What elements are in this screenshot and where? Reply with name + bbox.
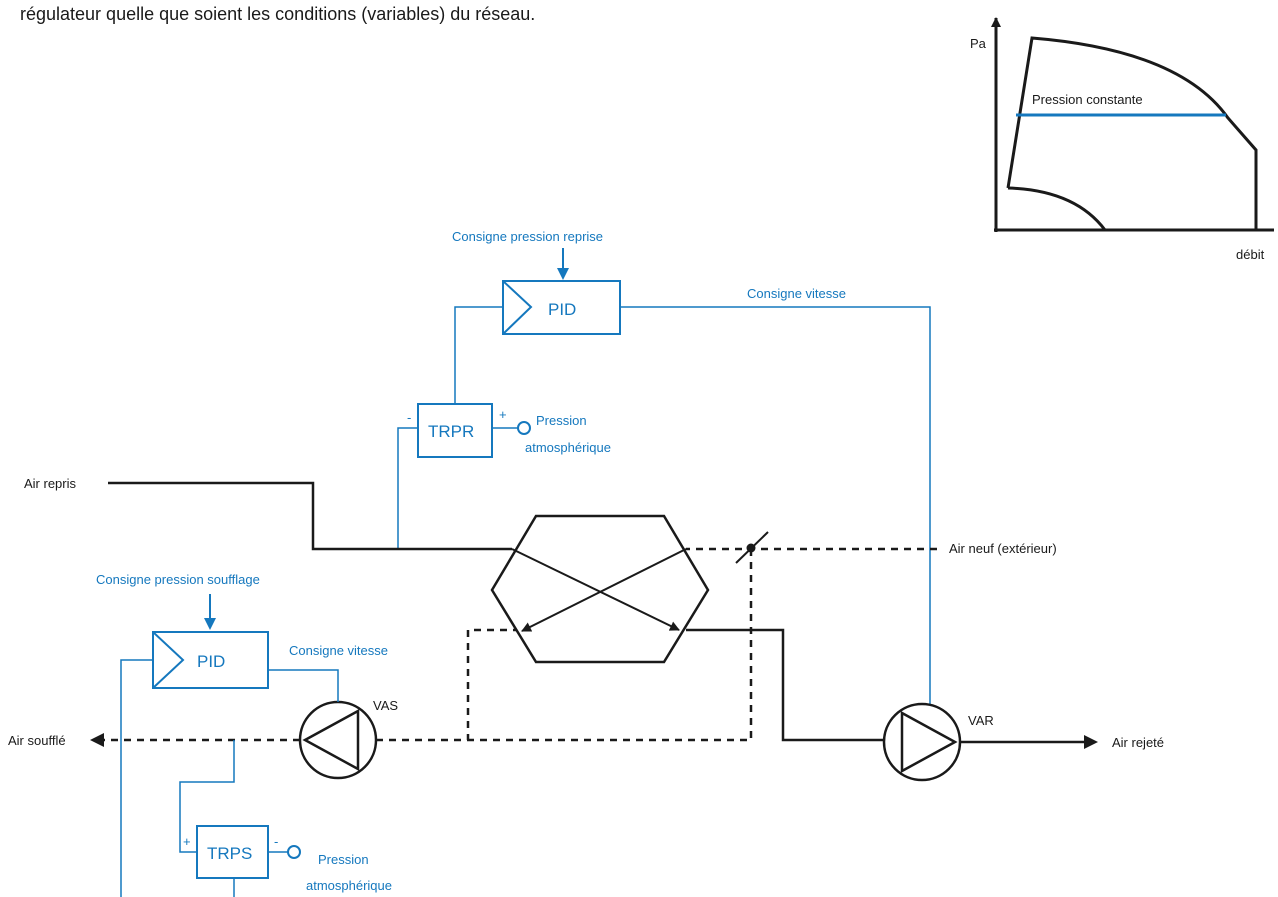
exhaust-fan: VAR <box>882 702 994 782</box>
supply-fan-label: VAS <box>373 698 398 713</box>
supply-control-loop: Consigne pression soufflage PID Consigne… <box>96 572 392 897</box>
extract-pid-triangle <box>502 280 533 335</box>
air-souffle-label: Air soufflé <box>8 733 66 748</box>
svg-text:+: + <box>499 407 507 422</box>
intro-text: régulateur quelle que soient les conditi… <box>20 4 536 24</box>
supply-sensor-line <box>179 740 235 853</box>
svg-text:+: + <box>183 834 191 849</box>
extract-sensor-line <box>397 427 418 549</box>
extract-atm-pressure-port <box>517 421 531 435</box>
air-repris-label: Air repris <box>24 476 77 491</box>
trpr-label: TRPR <box>428 422 474 441</box>
extract-feedback-line <box>454 306 503 404</box>
supply-speed-setpoint: Consigne vitesse <box>289 643 388 658</box>
supply-air-arrow <box>90 733 104 747</box>
fan-curve-inner <box>1007 186 1107 231</box>
rejected-air-arrow <box>1084 735 1098 749</box>
svg-text:-: - <box>407 410 411 425</box>
trpr-box <box>417 403 493 458</box>
trps-box <box>196 825 269 879</box>
fan-curve-chart: Pa débit Pression constante <box>970 17 1274 262</box>
supply-feedback-line <box>120 659 153 897</box>
ducts <box>90 481 1098 749</box>
curve-ylabel: Pa <box>970 36 987 51</box>
supply-atm-pressure-port <box>287 845 301 859</box>
extract-pid-box <box>502 280 621 335</box>
supply-speed-signal <box>268 669 339 702</box>
svg-text:-: - <box>274 834 278 849</box>
curve-xlabel: débit <box>1236 247 1265 262</box>
extract-speed-setpoint: Consigne vitesse <box>747 286 846 301</box>
supply-pid-box <box>152 631 269 689</box>
trps-label: TRPS <box>207 844 252 863</box>
extract-speed-signal <box>620 306 931 705</box>
supply-pid-triangle <box>152 631 185 689</box>
fan-curve-outer <box>1006 36 1258 230</box>
svg-text:Pression: Pression <box>318 852 369 867</box>
svg-text:atmosphérique: atmosphérique <box>306 878 392 893</box>
svg-text:atmosphérique: atmosphérique <box>525 440 611 455</box>
extract-control-loop: Consigne pression reprise PID Consigne v… <box>397 229 931 705</box>
constant-pressure-label: Pression constante <box>1032 92 1143 107</box>
supply-fan: VAS <box>298 698 398 780</box>
supply-pid-label: PID <box>197 652 225 671</box>
air-rejete-label: Air rejeté <box>1112 735 1164 750</box>
supply-pressure-setpoint: Consigne pression soufflage <box>96 572 260 587</box>
exhaust-duct <box>686 628 883 742</box>
extract-pid-label: PID <box>548 300 576 319</box>
air-neuf-label: Air neuf (extérieur) <box>949 541 1057 556</box>
svg-text:Pression: Pression <box>536 413 587 428</box>
extract-pressure-setpoint: Consigne pression reprise <box>452 229 603 244</box>
extract-air-duct <box>108 481 512 551</box>
supply-duct-entry <box>466 628 520 740</box>
exhaust-fan-label: VAR <box>968 713 994 728</box>
heat-exchanger <box>490 514 710 664</box>
